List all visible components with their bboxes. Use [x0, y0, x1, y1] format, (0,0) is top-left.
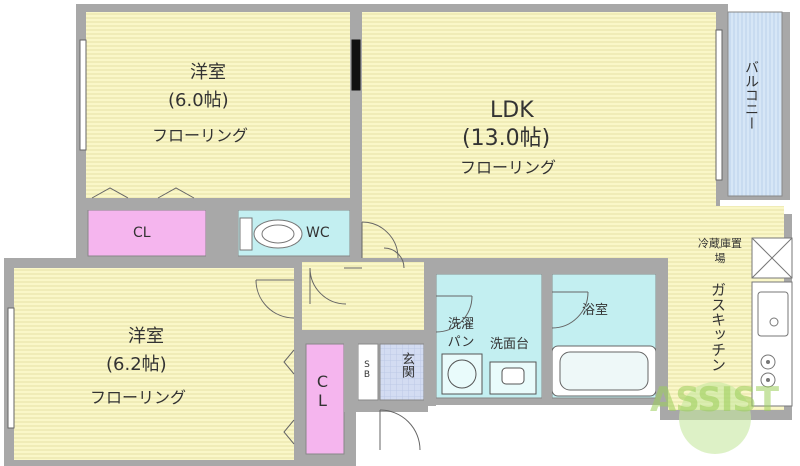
wc-label: WC — [306, 225, 330, 241]
western-room-1-name: 洋室 — [190, 62, 226, 83]
western-room-2-floor — [14, 268, 294, 460]
closet-2-label: CL — [313, 372, 332, 410]
balcony-label: バルコニー — [743, 60, 759, 130]
assist-logo-icon — [679, 382, 751, 454]
ldk-size: (13.0帖) — [462, 126, 551, 151]
ldk-floor — [362, 12, 784, 410]
entrance-area — [379, 343, 425, 401]
stove-icon — [760, 354, 776, 388]
sink-icon — [757, 291, 789, 337]
toilet-icon — [239, 217, 303, 251]
bathtub-icon — [551, 345, 657, 397]
western-room-1-floor — [86, 12, 350, 198]
windows — [7, 29, 723, 429]
western-room-2-floor-label: フローリング — [90, 388, 187, 407]
closet-doors — [91, 187, 295, 445]
fridge-space-label: 冷蔵庫置場 — [698, 237, 742, 266]
closet-2-area — [305, 343, 345, 455]
western-room-2-name: 洋室 — [128, 326, 164, 347]
door-swings — [255, 221, 589, 451]
shoe-box-label: SB — [362, 360, 372, 380]
fridge-space-mark — [751, 237, 793, 279]
ldk-floor-label: フローリング — [460, 158, 557, 177]
bathroom-label: 浴室 — [582, 303, 609, 318]
ldk-name: LDK — [490, 98, 534, 123]
washing-pan-icon — [441, 353, 483, 395]
assist-logo-text: ASSIST — [650, 380, 779, 420]
western-room-1-floor-label: フローリング — [152, 126, 249, 145]
washer-pan-label: 洗濯パン — [447, 317, 475, 351]
gas-kitchen-label: ガスキッチン — [709, 282, 727, 372]
western-room-2-size: (6.2帖) — [106, 354, 167, 375]
hallway-floor — [302, 262, 424, 330]
closet-1-label: CL — [133, 225, 151, 241]
washbasin-label: 洗面台 — [490, 337, 530, 352]
balcony-area — [727, 11, 783, 197]
washbasin-icon — [489, 361, 537, 395]
western-room-1-size: (6.0帖) — [168, 90, 229, 111]
entrance-label: 玄関 — [399, 352, 414, 378]
